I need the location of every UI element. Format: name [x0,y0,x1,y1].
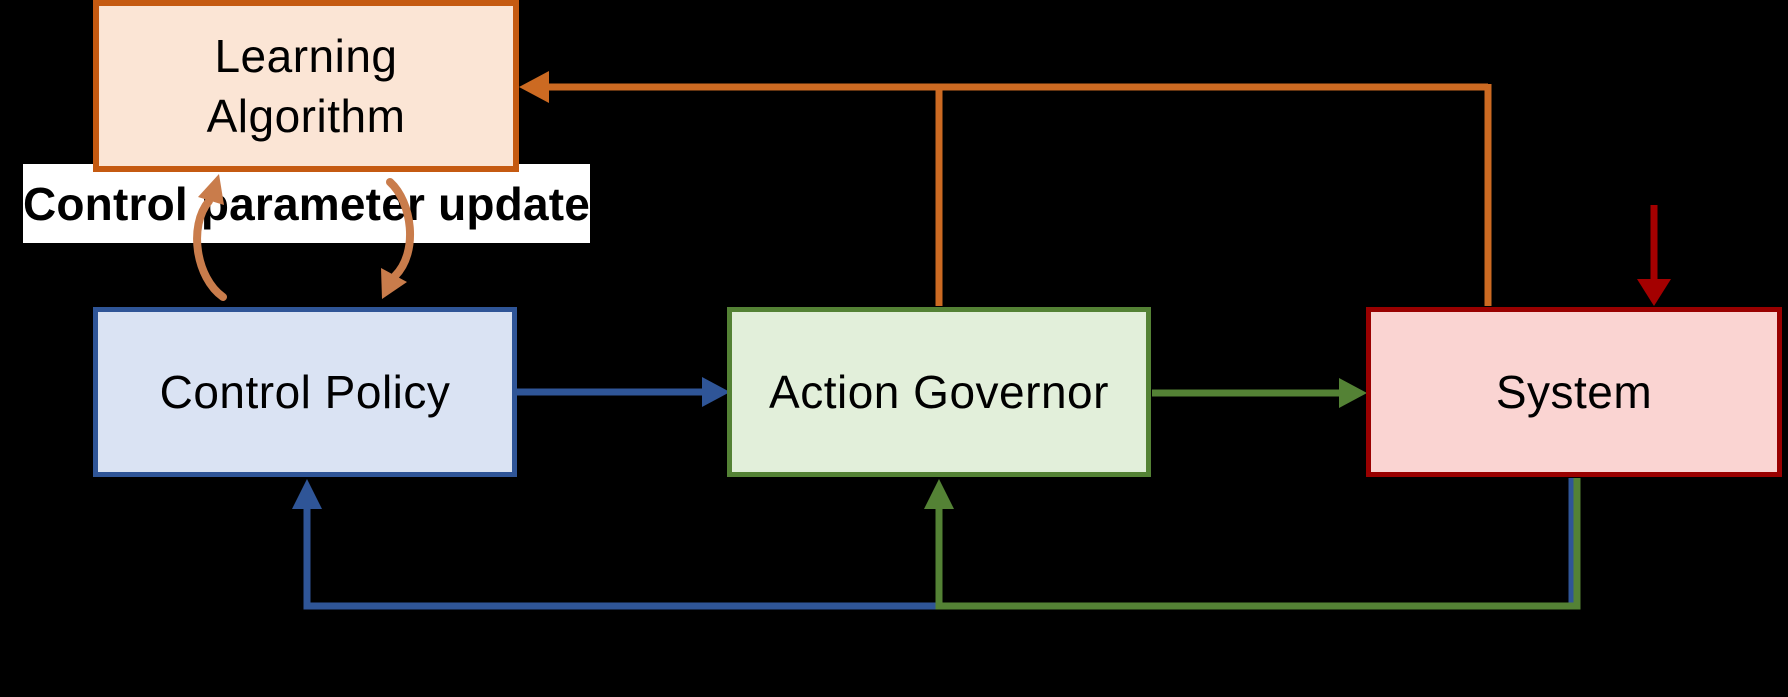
arrowhead-into-governor [702,377,730,407]
action-governor-label: Action Governor [769,366,1109,418]
node-control-policy: Control Policy [93,307,517,477]
learning-algorithm-label-line2: Algorithm [206,90,406,142]
control-parameter-update-text: Control parameter update [22,177,591,230]
arrowhead-up-into-governor [924,479,954,509]
system-to-policy-return-path [303,503,941,610]
node-learning-algorithm: Learning Algorithm [93,0,519,172]
edge-disturbance-into-system [1637,205,1671,306]
control-parameter-update-label: Control parameter update [23,164,590,243]
edge-policy-to-governor [517,377,730,407]
arrowhead-into-learning-algorithm [519,71,549,103]
edge-feedback-to-learning-algorithm [519,71,1492,306]
learning-algorithm-label-line1: Learning [214,30,398,82]
arrowhead-into-system [1339,378,1367,408]
system-label: System [1495,366,1653,418]
learning-algorithm-label: Learning Algorithm [207,26,406,146]
arrowhead-down-into-control-policy [381,268,407,299]
edge-system-feedback-to-policy [292,478,1574,610]
arrowhead-up-into-policy [292,479,322,509]
control-policy-label: Control Policy [159,366,451,418]
edge-system-feedback-to-governor [924,478,1581,610]
node-system: System [1366,307,1782,477]
arrowhead-disturbance [1637,279,1671,306]
edge-governor-to-system [1152,378,1367,408]
node-action-governor: Action Governor [727,307,1151,477]
system-to-governor-return-path [935,478,1581,610]
